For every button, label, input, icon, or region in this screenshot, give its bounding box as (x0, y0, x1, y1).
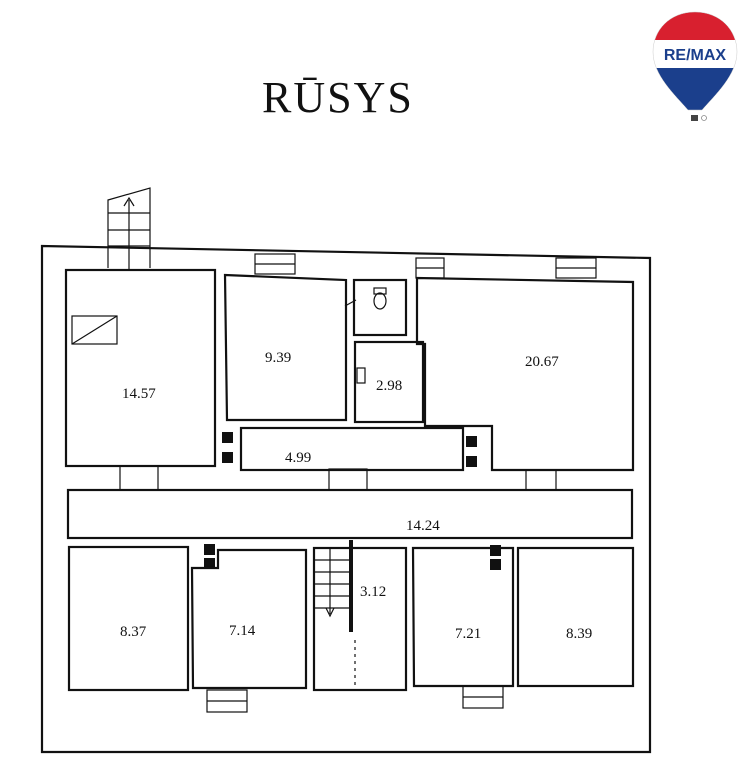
room-7-21: 7.21 (411, 546, 515, 688)
windows (119, 253, 597, 713)
room-area: 8.37 (120, 624, 147, 640)
room-8-39: 8.39 (516, 546, 635, 688)
room-area: 7.14 (229, 623, 256, 639)
room-20-67: 20.67 (415, 276, 635, 472)
room-area: 14.24 (406, 518, 440, 534)
stove-icon (71, 315, 118, 345)
room-8-37: 8.37 (67, 545, 190, 692)
room-14-24: 14.24 (66, 488, 634, 540)
room-2-98: 2.98 (353, 340, 425, 424)
room-9-39: 9.39 (223, 273, 348, 422)
boiler-icon (356, 367, 366, 384)
internal-stairs (312, 540, 408, 692)
page-title: RŪSYS (262, 73, 414, 122)
remax-logo: RE/MAX (650, 10, 740, 125)
room-4-99: 4.99 (239, 426, 465, 472)
room-area: 20.67 (525, 354, 559, 370)
room-area: 4.99 (285, 450, 311, 466)
door (344, 299, 357, 307)
entry-stairs (107, 187, 151, 270)
room-wc (344, 278, 408, 337)
svg-text:RE/MAX: RE/MAX (664, 47, 727, 64)
room-7-14: 7.14 (190, 548, 308, 690)
balloon-logo-icon: RE/MAX (652, 11, 738, 121)
room-area: 3.12 (360, 584, 386, 600)
room-area: 7.21 (455, 626, 481, 642)
room-area: 9.39 (265, 350, 291, 366)
room-area: 8.39 (566, 626, 592, 642)
room-area: 2.98 (376, 378, 402, 394)
chimneys (204, 432, 501, 570)
toilet-icon (373, 287, 387, 295)
room-3-12: 3.12 (360, 584, 386, 600)
room-area: 14.57 (122, 386, 156, 402)
room-14-57: 14.57 (64, 268, 217, 468)
outer-wall (40, 244, 652, 754)
